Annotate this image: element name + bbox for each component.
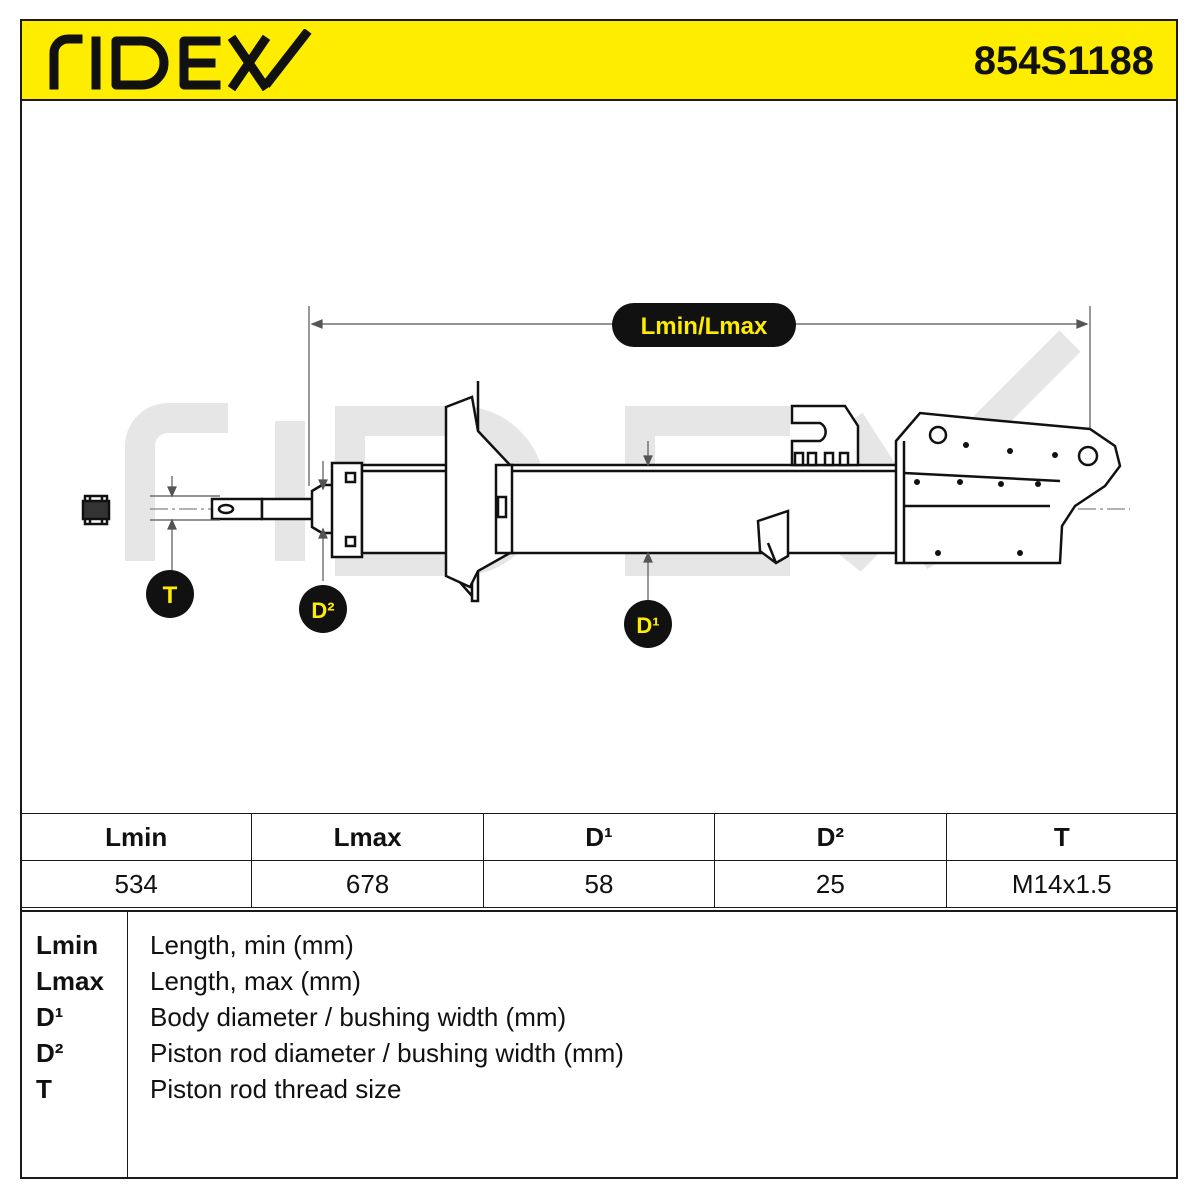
thread-marker: T: [146, 570, 194, 618]
legend-item: Lmax Length, max (mm): [22, 966, 1176, 1002]
header-bar: 854S1188: [20, 19, 1178, 101]
legend-desc: Body diameter / bushing width (mm): [150, 1002, 567, 1032]
header-t: T: [945, 813, 1179, 861]
rod-diameter-marker: D²: [299, 585, 347, 633]
legend-item: Lmin Length, min (mm): [22, 930, 1176, 966]
value-lmax: 678: [251, 860, 484, 908]
abs-sensor-clip: [756, 509, 790, 565]
legend: Lmin Length, min (mm) Lmax Length, max (…: [20, 910, 1178, 1179]
svg-text:D¹: D¹: [636, 613, 659, 638]
legend-item: D² Piston rod diameter / bushing width (…: [22, 1038, 1176, 1074]
specs-table: Lmin Lmax D¹ D² T 534 678 58 25 M14x1.5: [19, 813, 1179, 908]
knuckle-bracket: [894, 411, 1122, 565]
strut-body: [360, 463, 900, 555]
brand-logo: [46, 28, 316, 96]
svg-text:D²: D²: [311, 598, 334, 623]
specs-header-row: Lmin Lmax D¹ D² T: [19, 813, 1179, 861]
legend-desc: Length, min (mm): [150, 930, 354, 960]
value-lmin: 534: [19, 860, 253, 908]
header-d1: D¹: [482, 813, 716, 861]
legend-key: D²: [36, 1038, 64, 1068]
length-dimension-label: Lmin/Lmax: [612, 303, 796, 347]
technical-drawing: Lmin/Lmax: [20, 101, 1178, 813]
legend-key: Lmax: [36, 966, 104, 996]
legend-key: T: [36, 1074, 52, 1104]
thread-nut: [81, 494, 111, 526]
header-lmax: Lmax: [251, 813, 484, 861]
legend-divider: [127, 912, 128, 1177]
spring-seat: [444, 381, 514, 603]
brake-hose-bracket: [790, 404, 860, 467]
header-lmin: Lmin: [19, 813, 253, 861]
part-number: 854S1188: [973, 39, 1154, 83]
legend-desc: Piston rod diameter / bushing width (mm): [150, 1038, 624, 1068]
specs-value-row: 534 678 58 25 M14x1.5: [19, 860, 1179, 908]
piston-rod: [210, 483, 338, 535]
body-diameter-marker: D¹: [624, 600, 672, 648]
legend-key: D¹: [36, 1002, 64, 1032]
header-d2: D²: [714, 813, 947, 861]
top-mount: [330, 461, 364, 559]
value-t: M14x1.5: [945, 860, 1179, 908]
legend-desc: Length, max (mm): [150, 966, 361, 996]
value-d2: 25: [714, 860, 947, 908]
value-d1: 58: [482, 860, 716, 908]
svg-text:Lmin/Lmax: Lmin/Lmax: [641, 313, 768, 340]
legend-item: D¹ Body diameter / bushing width (mm): [22, 1002, 1176, 1038]
svg-text:T: T: [163, 582, 178, 609]
legend-item: T Piston rod thread size: [22, 1074, 1176, 1110]
legend-key: Lmin: [36, 930, 99, 960]
legend-desc: Piston rod thread size: [150, 1074, 402, 1104]
